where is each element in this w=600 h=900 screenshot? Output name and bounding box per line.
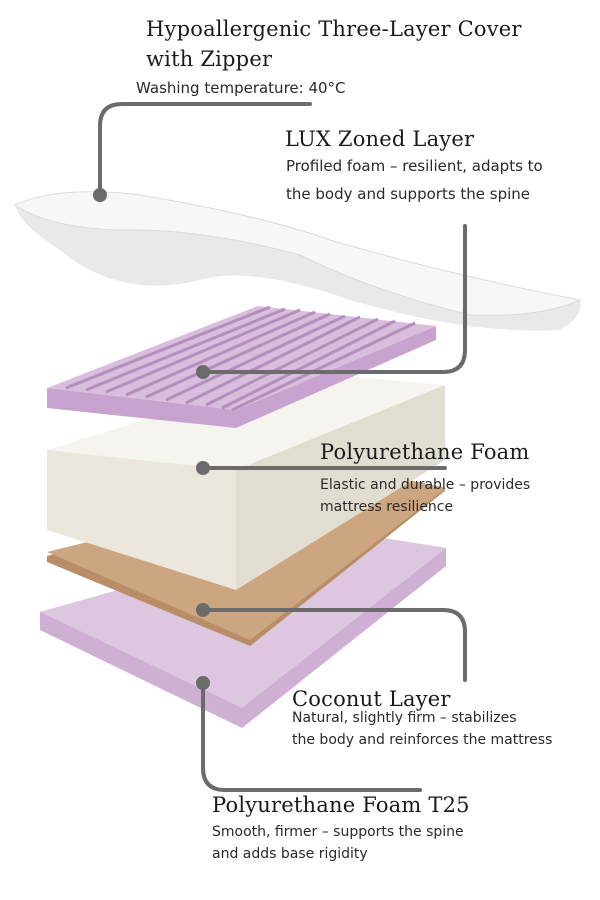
callout-line-t25 [201, 681, 422, 792]
t25-title: Polyurethane Foam T25 [212, 793, 470, 817]
foam-desc-line1: Elastic and durable – provides [320, 477, 531, 493]
coconut-description: Natural, slightly firm – stabilizes the … [292, 707, 552, 751]
t25-description: Smooth, firmer – supports the spine and … [212, 821, 464, 865]
coconut-desc-line1: Natural, slightly firm – stabilizes [292, 710, 517, 726]
cover-description: Washing temperature: 40°C [136, 79, 346, 97]
foam-description: Elastic and durable – provides mattress … [320, 474, 530, 518]
cover-title-line2: with Zipper [146, 47, 273, 71]
callout-lines [98, 102, 467, 792]
lux-zoned-layer [47, 305, 436, 428]
t25-desc-line2: and adds base rigidity [212, 846, 368, 862]
callout-dot-coconut [196, 603, 210, 617]
cover-title-line1: Hypoallergenic Three-Layer Cover [146, 17, 522, 41]
zoned-layer-description: Profiled foam – resilient, adapts to the… [286, 152, 543, 208]
callout-dot-t25 [196, 676, 210, 690]
zoned-desc-line1: Profiled foam – resilient, adapts to [286, 157, 543, 175]
foam-title: Polyurethane Foam [320, 440, 530, 464]
callout-line-cover [98, 102, 312, 197]
callout-dot-cover [93, 188, 107, 202]
callout-line-coconut [201, 608, 467, 682]
t25-desc-line1: Smooth, firmer – supports the spine [212, 824, 464, 840]
cover-layer [13, 191, 582, 331]
cover-title: Hypoallergenic Three-Layer Cover with Zi… [146, 14, 522, 74]
zoned-layer-title: LUX Zoned Layer [285, 127, 475, 151]
callout-line-zoned [201, 224, 467, 374]
callout-dot-foam [196, 461, 210, 475]
callout-dot-zoned [196, 365, 210, 379]
coconut-title: Coconut Layer [292, 687, 451, 711]
zoned-desc-line2: the body and supports the spine [286, 185, 531, 203]
coconut-desc-line2: the body and reinforces the mattress [292, 732, 553, 748]
foam-desc-line2: mattress resilience [320, 499, 454, 515]
